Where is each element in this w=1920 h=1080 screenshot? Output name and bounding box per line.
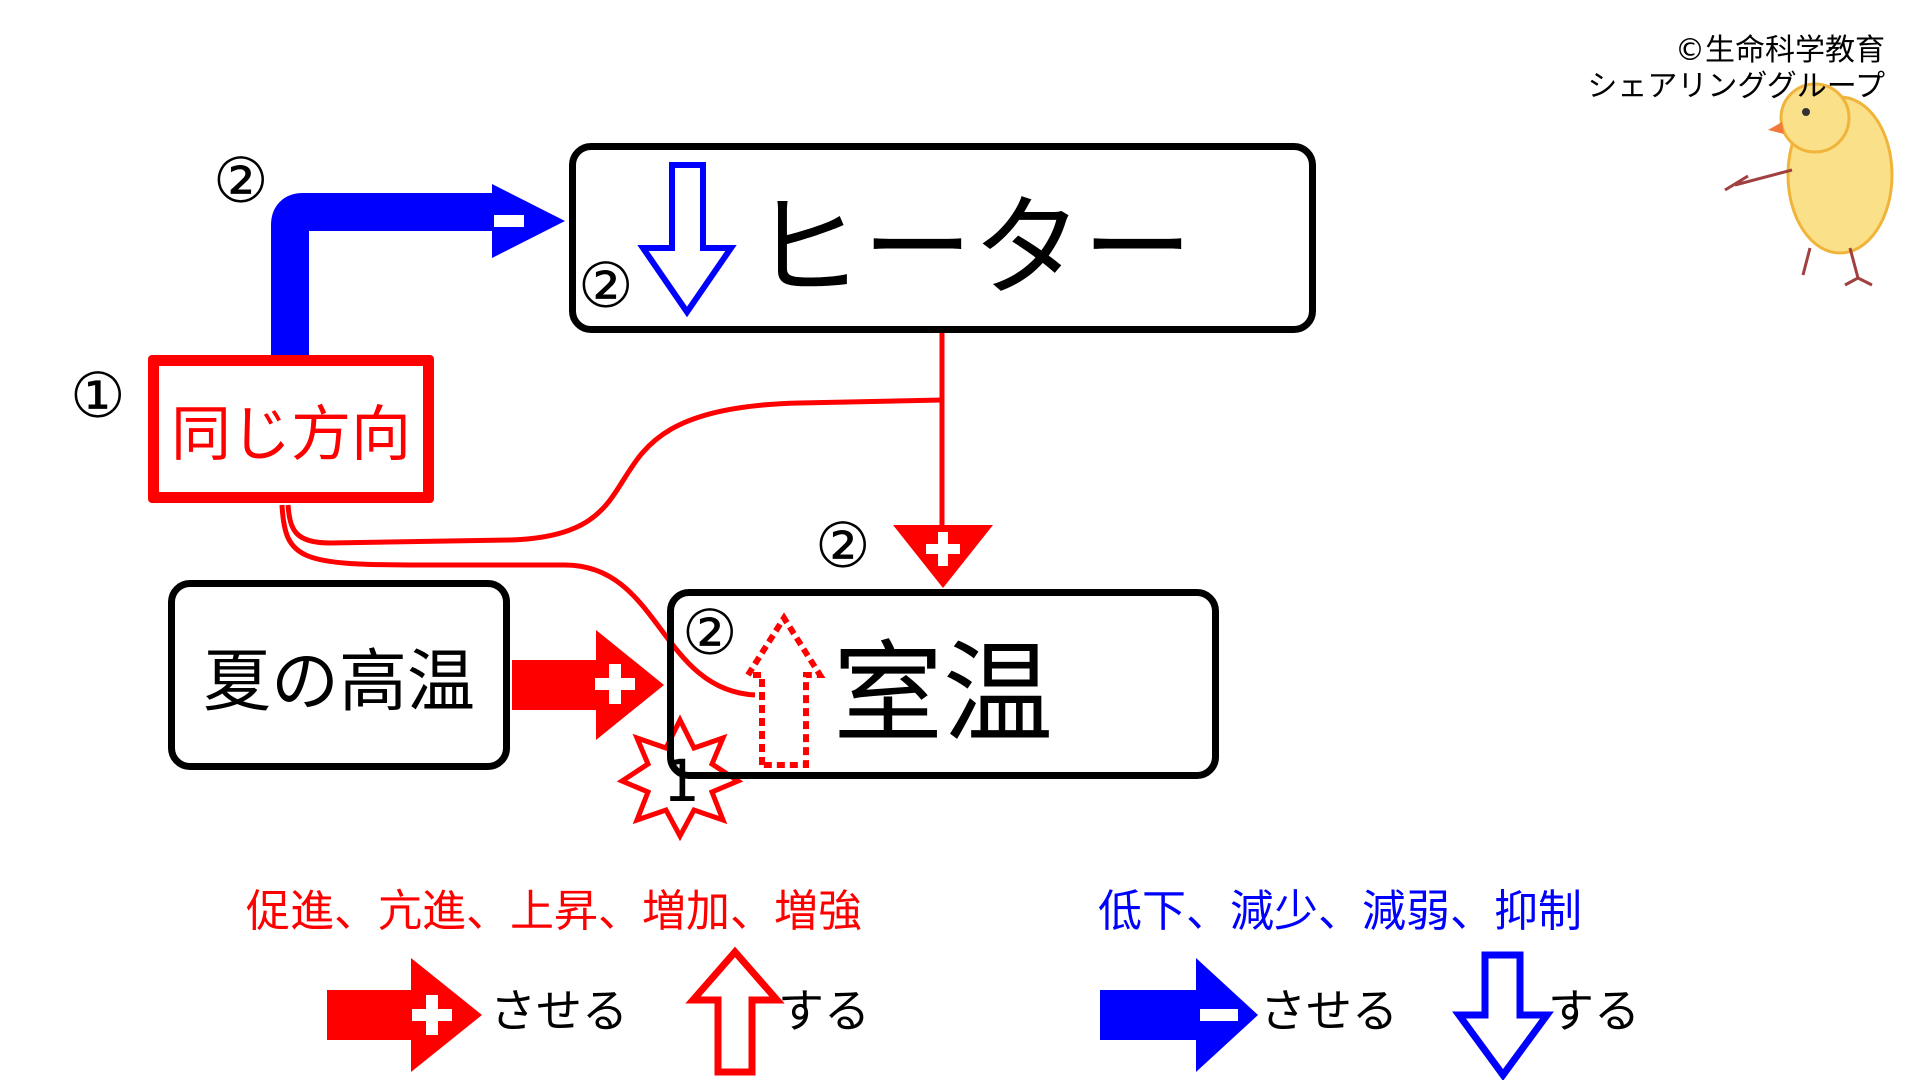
heater-to-same-curve [285, 397, 943, 546]
copyright-line-1: ©生命科学教育 [1675, 33, 1885, 68]
chick-illustration [1724, 82, 1894, 287]
legend-blue-self-label: する [1548, 984, 1640, 1038]
blue-inhibit-connector [271, 193, 500, 355]
burst-star-icon [616, 714, 744, 842]
legend-increase-terms: 促進、亢進、上昇、増加、増強 [246, 886, 862, 937]
legend-blue-arrow-shaft [1100, 990, 1198, 1040]
copyright-line-2: シェアリンググループ [1587, 69, 1885, 104]
summer-heat-label: 夏の高温 [202, 642, 475, 722]
legend-blue-cause-label: させる [1260, 984, 1398, 1038]
same-direction-box: 同じ方向 [148, 355, 434, 503]
heater-label: ヒーター [752, 184, 1193, 312]
same-to-room-curve [279, 504, 756, 698]
summer-heat-box: 夏の高温 [168, 580, 510, 770]
room-temp-box: 室温 [667, 589, 1219, 779]
marker-two-top-left: ② [213, 144, 269, 217]
burst-number: 1 [663, 747, 700, 815]
legend-red-cause-label: させる [490, 984, 628, 1038]
marker-two-heater: ② [578, 249, 634, 322]
legend-decrease-terms: 低下、減少、減弱、抑制 [1098, 886, 1582, 937]
marker-two-room: ② [682, 596, 738, 669]
heater-box: ヒーター [569, 143, 1316, 333]
blue-inhibit-arrowhead [492, 184, 565, 258]
legend-arrow-down-outline-icon [1452, 951, 1554, 1080]
legend-red-arrow-shaft [327, 990, 413, 1040]
minus-sign-icon [494, 215, 524, 227]
marker-two-triangle: ② [815, 509, 871, 582]
room-temp-label: 室温 [833, 630, 1053, 758]
arrow-down-outline-icon [637, 162, 737, 318]
legend-red-self-label: する [778, 984, 870, 1038]
legend-arrow-up-outline-icon [685, 946, 785, 1076]
marker-one-same-direction: ① [70, 359, 126, 432]
same-direction-label: 同じ方向 [171, 399, 411, 470]
summer-arrow-shaft [512, 660, 598, 710]
arrow-up-dotted-icon [742, 612, 826, 768]
